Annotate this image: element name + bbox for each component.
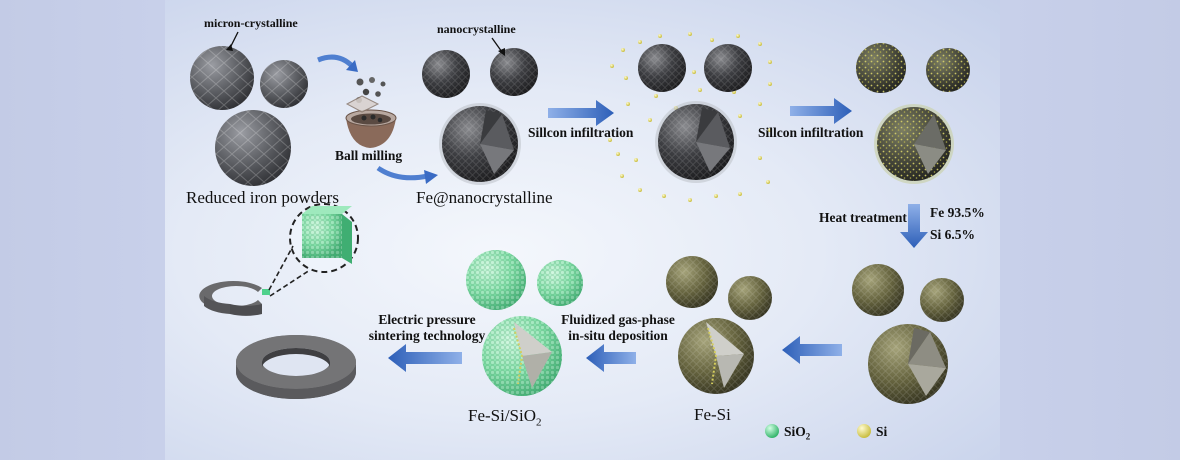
label-silicon-infiltration-1: Sillcon infiltration xyxy=(528,125,634,140)
label-fluidized-line2: in-situ deposition xyxy=(568,328,668,343)
label-electric-line2: sintering technology xyxy=(368,328,486,343)
label-fluidized-deposition: Fluidized gas-phase in-situ deposition xyxy=(553,312,683,344)
label-fe-si-sio2-main: Fe-Si/SiO xyxy=(468,406,537,425)
fesi-heat-particle-1 xyxy=(852,264,904,316)
sio2-particle-cutaway xyxy=(482,316,562,396)
label-ball-milling: Ball milling xyxy=(335,148,403,163)
speckled-particle-1 xyxy=(856,43,906,93)
label-fe-nanocrystalline: Fe@nanocrystalline xyxy=(416,188,553,207)
label-si-percent: Si 6.5% xyxy=(930,227,976,242)
fesi-heat-particle-2 xyxy=(920,278,964,322)
label-fe-si-sio2-sub: 2 xyxy=(536,416,542,429)
fesi-heat-particle-cutaway xyxy=(868,324,948,404)
arrow-infiltration-2 xyxy=(790,98,852,124)
curved-arrow-to-nano xyxy=(376,165,429,181)
split-ring xyxy=(199,281,270,316)
legend-sio2-dot xyxy=(765,424,779,438)
label-reduced-iron-powders: Reduced iron powders xyxy=(186,188,339,207)
pointer-arrowhead xyxy=(226,44,233,51)
legend-si-dot xyxy=(857,424,871,438)
speckled-particle-2 xyxy=(926,48,970,92)
legend-sio2-label: SiO2 xyxy=(784,424,810,442)
arrow-heat-treatment xyxy=(900,204,928,248)
label-silicon-infiltration-2: Sillcon infiltration xyxy=(758,125,864,140)
arrow-left-1 xyxy=(782,336,842,364)
legend-si-label: Si xyxy=(876,424,888,439)
label-electric-sintering: Electric pressure sintering technology xyxy=(362,312,492,344)
sio2-particle-2 xyxy=(537,260,583,306)
label-fe-percent: Fe 93.5% xyxy=(930,205,985,220)
sio2-particle-1 xyxy=(466,250,526,310)
label-nanocrystalline: nanocrystalline xyxy=(437,22,516,36)
label-fe-si: Fe-Si xyxy=(694,405,731,424)
label-fluidized-line1: Fluidized gas-phase xyxy=(561,312,675,327)
infiltration-particle-cutaway xyxy=(655,101,737,183)
si-dots-cloud xyxy=(608,32,772,202)
legend-sio2-sub: 2 xyxy=(805,431,811,442)
curved-arrow-to-mill xyxy=(317,54,354,68)
magnified-sio2-lattice xyxy=(268,203,359,297)
nano-particle-cutaway xyxy=(439,103,521,185)
nano-particle-1 xyxy=(422,50,470,98)
speckled-particle-cutaway xyxy=(874,104,954,184)
legend-sio2-main: SiO xyxy=(784,424,806,439)
arrow-left-2 xyxy=(586,344,636,372)
fesi-particle-cutaway xyxy=(678,318,754,394)
arrow-left-3 xyxy=(388,344,462,372)
arrow-infiltration-1 xyxy=(548,100,614,126)
micron-particle-large xyxy=(190,46,254,110)
label-micron-crystalline: micron-crystalline xyxy=(204,16,298,30)
micron-particle-bottom xyxy=(215,110,291,186)
ball-mill-icon xyxy=(345,77,397,148)
label-fe-si-sio2: Fe-Si/SiO2 xyxy=(468,406,542,428)
infiltration-particle-1 xyxy=(638,44,686,92)
fesi-particle-2 xyxy=(728,276,772,320)
nano-particle-2 xyxy=(490,48,538,96)
sintered-ring xyxy=(236,335,356,399)
label-electric-line1: Electric pressure xyxy=(378,312,476,327)
micron-particle-small xyxy=(260,60,308,108)
label-heat-treatment: Heat treatment xyxy=(819,210,907,225)
nano-pointer-line xyxy=(491,37,503,53)
infiltration-particle-2 xyxy=(704,44,752,92)
fesi-particle-1 xyxy=(666,256,718,308)
